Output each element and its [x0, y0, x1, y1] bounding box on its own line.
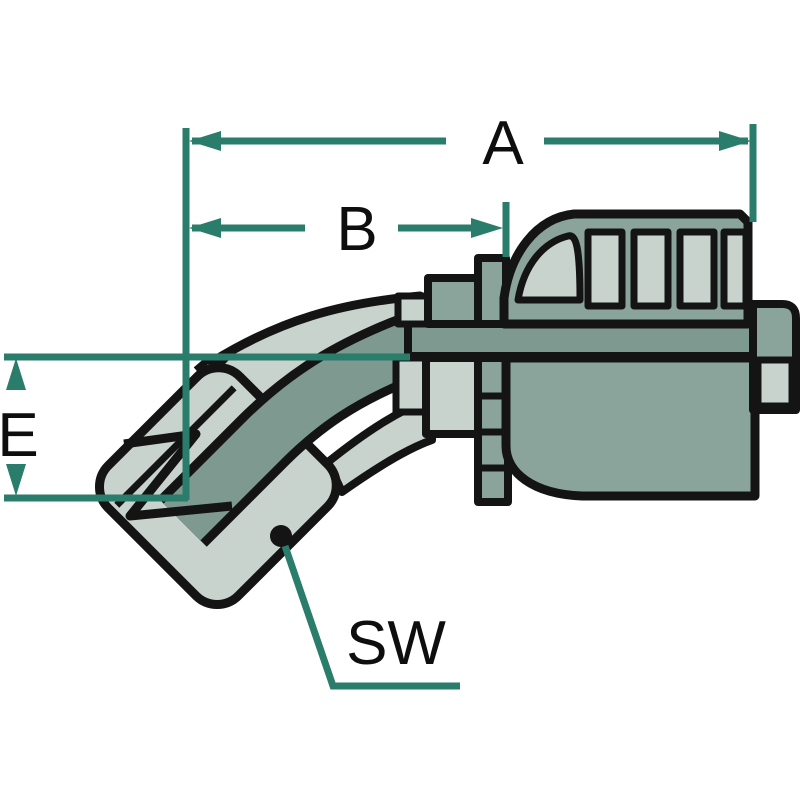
dim-a-arrow-left — [189, 131, 221, 151]
dim-b-arrow-right — [471, 218, 503, 238]
elbow-fitting — [94, 209, 800, 610]
dimension-e: E — [0, 353, 410, 502]
dimensions: A B E SW — [0, 109, 757, 690]
section-break-z-line — [123, 429, 233, 521]
socket-body — [501, 353, 760, 501]
end-collar-inner — [754, 356, 796, 410]
nut-chamfer-line — [114, 385, 237, 508]
leader-dot — [270, 525, 292, 547]
lower-step-block — [422, 354, 482, 438]
label-b: B — [336, 195, 377, 264]
label-a: A — [482, 109, 524, 178]
crimp-slot-1 — [584, 228, 626, 310]
dimension-b: B — [189, 195, 510, 264]
dim-b-arrow-left — [189, 218, 221, 238]
callout-sw: SW — [270, 525, 460, 690]
upper-step-block-1 — [424, 274, 482, 328]
label-e: E — [0, 401, 39, 470]
dimension-a: A — [189, 109, 751, 178]
nut-notch-line — [193, 353, 231, 373]
crimp-slot-3 — [676, 228, 718, 310]
dim-e-arrow-up — [6, 358, 26, 390]
ferrule-dome-inner — [514, 232, 584, 304]
crimp-slot-4 — [720, 228, 750, 310]
label-sw: SW — [346, 609, 446, 678]
upper-stub-block — [394, 292, 432, 328]
leader-line — [281, 544, 460, 690]
dim-a-arrow-right — [719, 131, 751, 151]
crimp-slot-2 — [630, 228, 672, 310]
dim-e-arrow-down — [6, 464, 26, 496]
